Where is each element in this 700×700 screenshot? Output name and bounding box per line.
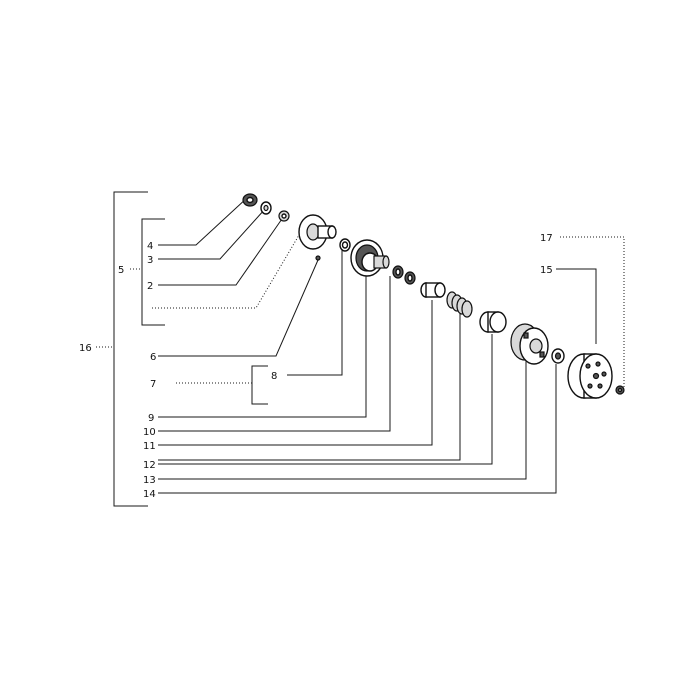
callout-3: 3 [147,255,153,266]
callout-6: 6 [150,352,156,363]
part-10-bearings [392,265,416,285]
part-8-oring [339,238,351,252]
callout-9: 9 [148,413,154,424]
part-12-spring [446,291,473,318]
callout-13: 13 [143,475,156,486]
part-1-fixed-half-pulley [298,214,337,250]
callout-11: 11 [143,441,156,452]
part-13-spacer [479,311,507,333]
part-2-bushing [278,210,290,222]
callout-14: 14 [143,489,156,500]
callout-8: 8 [271,371,277,382]
callout-5: 5 [118,265,124,276]
part-4-nut [242,193,258,207]
callout-2: 2 [147,281,153,292]
callout-7: 7 [150,379,156,390]
callout-4: 4 [147,241,153,252]
callout-15: 15 [540,265,553,276]
callout-10: 10 [143,427,156,438]
part-9-movable-half-pulley [350,239,390,277]
bracket-16 [96,191,148,507]
leader-lines [152,196,625,494]
callout-12: 12 [143,460,156,471]
part-washer [551,348,565,364]
callout-labels: 4 3 5 2 16 6 8 7 9 10 11 12 13 14 17 15 [79,233,553,500]
part-11-bushing [420,282,446,298]
part-6-pin [315,255,321,261]
part-3-washer [260,201,272,215]
callout-16: 16 [79,343,92,354]
bracket-7 [176,365,268,405]
part-15-clutch-bell [567,353,613,399]
part-14-clutch-assembly [510,323,549,365]
bracket-5 [130,218,165,326]
part-17-nut [615,385,625,395]
callout-17: 17 [540,233,553,244]
